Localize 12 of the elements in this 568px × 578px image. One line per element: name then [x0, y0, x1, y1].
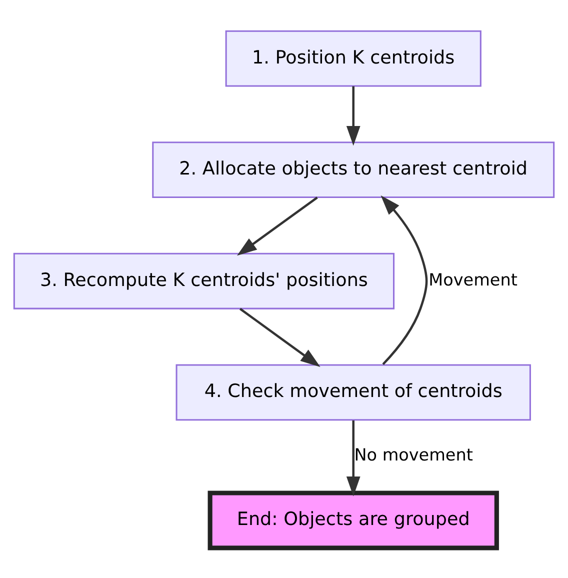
node-box: 1. Position K centroids: [225, 30, 482, 86]
node-box: 2. Allocate objects to nearest centroid: [152, 141, 555, 198]
node-box: 3. Recompute K centroids' positions: [13, 252, 395, 309]
arrow: [239, 307, 320, 366]
arrow: [346, 86, 360, 146]
edge-label: Movement: [428, 268, 518, 289]
node-box: End: Objects are grouped: [208, 490, 499, 550]
arrow: [346, 420, 360, 496]
arrow: [236, 196, 318, 256]
arrow: [380, 194, 428, 365]
node-box: 4. Check movement of centroids: [176, 364, 531, 420]
edge-label: No movement: [354, 444, 473, 464]
